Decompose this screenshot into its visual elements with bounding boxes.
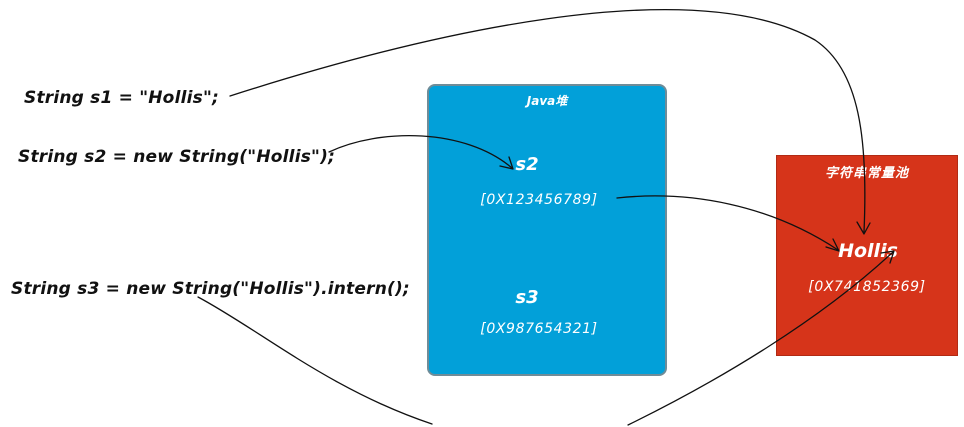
heap-object-s2-address: [0X123456789]: [480, 192, 598, 208]
heap-object-s3-name: s3: [515, 287, 539, 308]
code-line-s3: String s3 = new String("Hollis").intern(…: [11, 279, 410, 299]
arrow-s2-to-heap: [328, 135, 513, 169]
arrow-s3-to-pool: [197, 296, 433, 425]
heap-object-s3-address: [0X987654321]: [480, 321, 598, 337]
pool-entry-value: Hollis: [838, 240, 898, 262]
arrow-heap-s2-to-pool: [616, 195, 839, 251]
string-pool-title: 字符串常量池: [824, 166, 909, 181]
arrow-s1-to-pool: [229, 9, 866, 233]
heap-object-s2-name: s2: [515, 154, 539, 175]
arrow-s3-to-pool-return: [627, 251, 894, 426]
arrow-heap-s2-to-pool-head: [825, 238, 840, 252]
arrow-s1-to-pool-head: [856, 221, 871, 235]
pool-entry-address: [0X741852369]: [808, 279, 926, 295]
code-line-s2: String s2 = new String("Hollis");: [18, 147, 336, 167]
arrow-s3-to-pool-head: [880, 250, 895, 264]
code-line-s1: String s1 = "Hollis";: [24, 88, 220, 108]
java-heap-title: Java堆: [526, 94, 568, 108]
arrow-s2-to-heap-head: [499, 156, 514, 170]
string-pool-box: 字符串常量池: [776, 155, 958, 356]
java-heap-box: Java堆: [427, 84, 667, 376]
